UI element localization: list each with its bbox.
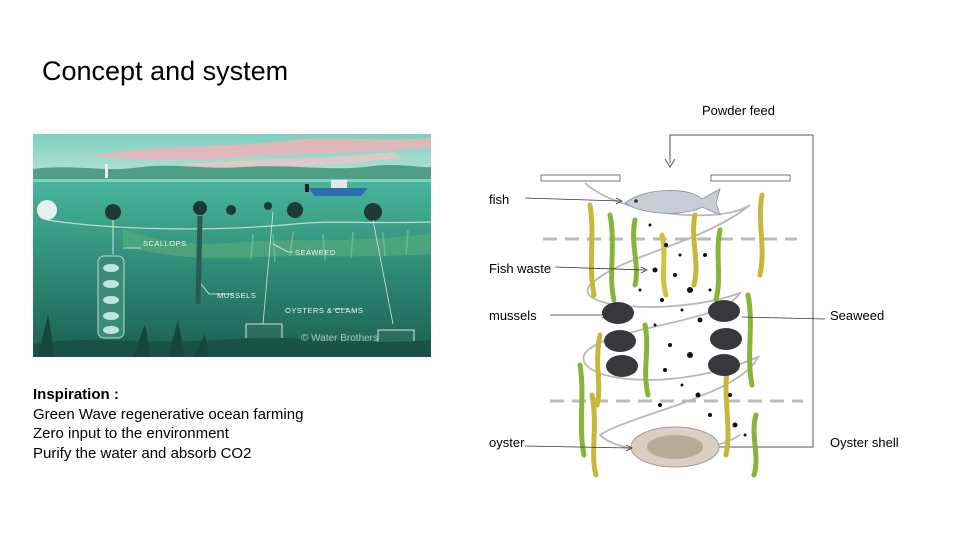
ocean-farm-illustration: SCALLOPS SEAWEED MUSSELS OYSTERS & CLAMS… bbox=[33, 134, 431, 357]
inspiration-line: Zero input to the environment bbox=[33, 425, 229, 442]
system-diagram: Powder feed fish Fish waste mussels oyst… bbox=[470, 95, 940, 495]
inspiration-line: Green Wave regenerative ocean farming bbox=[33, 405, 304, 423]
inspiration-line: Purify the water and absorb CO2 bbox=[33, 444, 252, 462]
label-scallops: SCALLOPS bbox=[143, 239, 187, 248]
label-powder-feed: Powder feed bbox=[702, 103, 775, 118]
page-title: Concept and system bbox=[42, 56, 289, 86]
label-fish: fish bbox=[489, 192, 510, 207]
inspiration-heading: Inspiration : bbox=[33, 386, 119, 403]
label-fish-waste: Fish waste bbox=[489, 261, 552, 276]
label-oysters-clams: OYSTERS & CLAMS bbox=[285, 306, 363, 315]
label-oyster-shell: Oyster shell bbox=[830, 435, 899, 450]
label-oyster: oyster bbox=[489, 435, 525, 450]
label-seaweed: SEAWEED bbox=[295, 248, 336, 257]
label-mussels: MUSSELS bbox=[217, 291, 256, 300]
label-mussels: mussels bbox=[489, 308, 537, 323]
inspiration-block: Inspiration : Green Wave regenerative oc… bbox=[33, 385, 303, 463]
system-diagram-graphic bbox=[524, 134, 826, 478]
illustration-credit: © Water Brothers bbox=[301, 333, 378, 344]
ocean-farm-scene: SCALLOPS SEAWEED MUSSELS OYSTERS & CLAMS… bbox=[33, 134, 431, 357]
label-seaweed: Seaweed bbox=[830, 308, 885, 323]
